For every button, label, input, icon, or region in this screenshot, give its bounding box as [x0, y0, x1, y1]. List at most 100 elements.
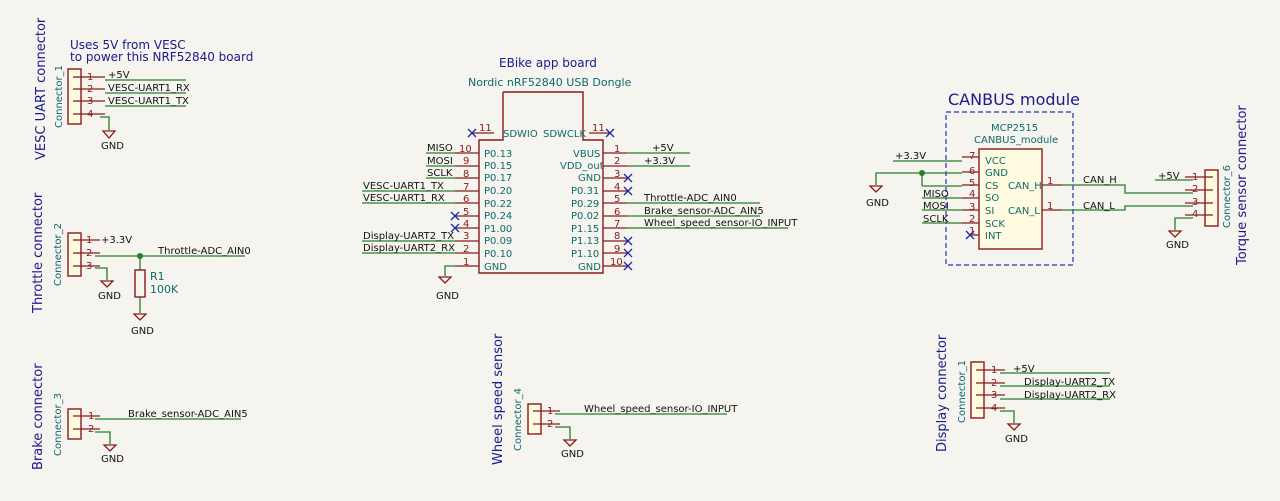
ground-symbol-icon: [1006, 423, 1022, 431]
canbus-chip-body: [978, 148, 1043, 250]
torque-sensor-title: Torque sensor connector: [1235, 105, 1250, 266]
pin-number: 10: [610, 257, 623, 268]
net-label-3v3: +3.3V: [644, 156, 675, 167]
resistor-value: 100K: [150, 283, 179, 296]
pin-number: 3: [87, 96, 93, 107]
pin-name: P1.13: [571, 236, 599, 247]
pin-name: SCK: [985, 219, 1005, 230]
net-label-mosi: MOSI: [427, 156, 453, 167]
connector-body: [970, 361, 985, 419]
gnd-label: GND: [98, 291, 121, 302]
pin-name: P1.00: [484, 224, 512, 235]
net-label-brake-adc: Brake_sensor-ADC_AIN5: [128, 409, 248, 420]
throttle-connector-ref: Connector_2: [53, 223, 64, 286]
net-label-3v3: +3.3V: [101, 235, 132, 246]
pin-name: GND: [484, 262, 507, 273]
ground-symbol-icon: [1167, 230, 1183, 238]
pin-name: SDWIO: [503, 129, 538, 140]
pin-number: 1: [463, 257, 469, 268]
wheel-speed-connector[interactable]: Wheel speed sensor Connector_4 1 2 Wheel…: [491, 333, 738, 465]
net-label-wheel-speed: Wheel_speed_sensor-IO_INPUT: [584, 404, 738, 415]
pin-number: 1: [1192, 172, 1198, 183]
net-label-mosi: MOSI: [923, 201, 949, 212]
pin-number: 1: [614, 144, 620, 155]
pin-name: P1.10: [571, 249, 599, 260]
brake-connector-title: Brake connector: [31, 363, 46, 470]
pin-number: 4: [991, 403, 997, 414]
pin-name: VBUS: [573, 149, 600, 160]
pin-number: 5: [463, 207, 469, 218]
vesc-note-line-1: Uses 5V from VESC: [70, 38, 186, 52]
nrf52840-app-board[interactable]: EBike app board Nordic nRF52840 USB Dong…: [362, 56, 798, 302]
pin-number: 1: [991, 365, 997, 376]
connector-body: [67, 68, 82, 125]
brake-connector[interactable]: Brake connector Connector_3 1 2 Brake_se…: [31, 363, 248, 470]
pin-name: SDWCLK: [543, 129, 586, 140]
pin-number: 2: [969, 214, 975, 225]
pin-number: 4: [87, 109, 93, 120]
pin-name: P0.13: [484, 149, 512, 160]
net-label-wheel-speed: Wheel_speed_sensor-IO_INPUT: [644, 218, 798, 229]
pin-number: 2: [86, 248, 92, 259]
pin-name: P0.20: [484, 186, 512, 197]
pin-number: 1: [86, 235, 92, 246]
pin-number: 8: [614, 231, 620, 242]
vesc-connector-title: VESC UART connector: [34, 17, 49, 160]
pin-name: P0.24: [484, 211, 512, 222]
pin-number: 1: [1047, 176, 1053, 187]
torque-sensor-connector[interactable]: Torque sensor connector Connector_6 1 2 …: [1155, 105, 1250, 266]
net-label-throttle-adc: Throttle-ADC_AIN0: [157, 246, 251, 257]
resistor-ref: R1: [150, 270, 165, 283]
canbus-value: CANBUS_module: [974, 135, 1058, 146]
gnd-label: GND: [866, 198, 889, 209]
torque-sensor-ref: Connector_6: [1222, 165, 1233, 228]
connector-body: [527, 403, 542, 435]
net-label-brake-adc: Brake_sensor-ADC_AIN5: [644, 206, 764, 217]
connector-body: [67, 408, 82, 440]
net-label-display-rx: Display-UART2_RX: [363, 243, 455, 254]
vesc-uart-connector[interactable]: Uses 5V from VESC to power this NRF52840…: [34, 17, 253, 160]
brake-connector-ref: Connector_3: [53, 393, 64, 456]
pin-number: 3: [991, 390, 997, 401]
pin-number: 3: [463, 231, 469, 242]
pin-number: 5: [969, 178, 975, 189]
ground-symbol-icon: [99, 280, 115, 288]
pin-name: P0.17: [484, 173, 512, 184]
pin-number: 1: [87, 72, 93, 83]
pin-number: 3: [614, 169, 620, 180]
resistor-r1[interactable]: R1 100K GND: [131, 256, 179, 337]
ground-symbol-icon: [132, 313, 148, 321]
pin-number: 9: [463, 156, 469, 167]
throttle-connector[interactable]: Throttle connector Connector_2 1 2 3 +3.…: [31, 192, 251, 314]
pin-name: GND: [985, 168, 1008, 179]
pin-number: 1: [1047, 201, 1053, 212]
wheel-speed-title: Wheel speed sensor: [491, 333, 506, 465]
resistor-icon: [134, 269, 146, 298]
connector-body: [1204, 169, 1219, 227]
pin-number: 4: [969, 189, 975, 200]
ground-symbol-icon: [437, 276, 453, 284]
pin-number: 7: [969, 151, 975, 162]
gnd-label: GND: [1005, 434, 1028, 445]
vesc-note-line-2: to power this NRF52840 board: [70, 50, 253, 64]
net-label-sclk: SCLK: [427, 168, 453, 179]
net-label-display-tx: Display-UART2_TX: [1024, 377, 1115, 388]
gnd-label: GND: [1166, 240, 1189, 251]
net-label-5v: +5V: [1158, 171, 1180, 182]
canbus-module[interactable]: CANBUS module MCP2515 CANBUS_module 7 VC…: [866, 90, 1193, 266]
pin-name: P0.02: [571, 211, 599, 222]
net-label-vesc-rx: VESC-UART1_RX: [108, 83, 190, 94]
net-label-5v: +5V: [652, 143, 674, 154]
display-connector[interactable]: Display connector Connector_1 1 2 3 4 +5…: [935, 334, 1116, 452]
pin-number: 7: [614, 219, 620, 230]
pin-name: P0.09: [484, 236, 512, 247]
net-label-display-tx: Display-UART2_TX: [363, 231, 454, 242]
canbus-title: CANBUS module: [948, 90, 1080, 109]
pin-name: P0.29: [571, 199, 599, 210]
pin-number: 6: [969, 166, 975, 177]
pin-name: INT: [985, 231, 1002, 242]
throttle-connector-title: Throttle connector: [31, 192, 46, 314]
pin-number: 2: [991, 378, 997, 389]
net-label-miso: MISO: [923, 189, 949, 200]
ground-symbol-icon: [868, 185, 884, 193]
